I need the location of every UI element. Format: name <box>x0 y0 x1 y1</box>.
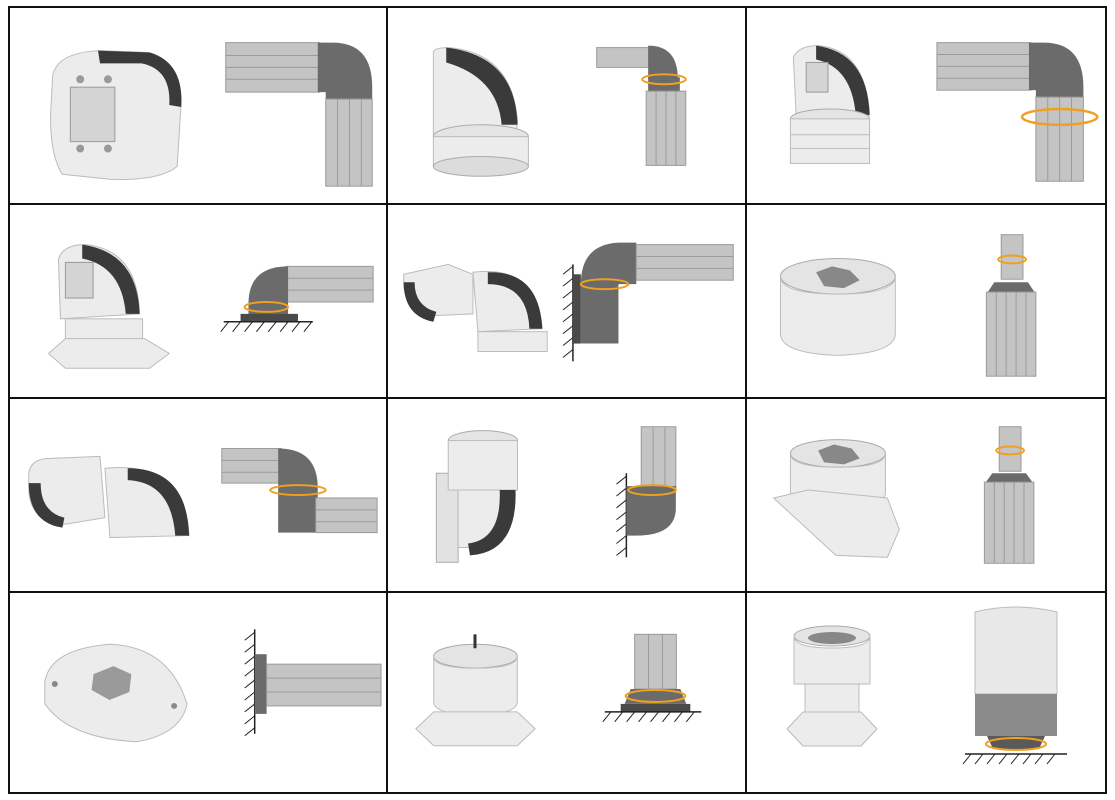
duct-diagram <box>220 265 374 332</box>
part-photo <box>28 455 190 539</box>
duct-diagram <box>616 426 677 558</box>
tall-socket-base-illustration <box>786 606 1067 765</box>
panel-1 <box>10 8 388 205</box>
part-photo <box>786 625 878 747</box>
part-photo <box>403 263 548 352</box>
oval-base-plate-illustration <box>44 629 382 743</box>
panel-8 <box>388 399 747 593</box>
panel-11 <box>388 593 747 792</box>
round-rotating-socket-illustration <box>780 234 1037 377</box>
duct-diagram <box>936 42 1099 182</box>
panel-10 <box>10 593 388 792</box>
elbow-on-square-base-illustration <box>47 244 374 369</box>
socket-on-square-base-illustration <box>415 633 702 747</box>
part-photo <box>780 257 896 356</box>
panel-6 <box>747 205 1105 399</box>
duct-diagram <box>962 606 1067 765</box>
rotating-elbow-illustration <box>432 45 687 177</box>
part-photo <box>772 439 900 558</box>
duct-diagram <box>244 629 382 737</box>
duct-diagram <box>562 242 734 362</box>
panel-4 <box>10 205 388 399</box>
part-photo <box>44 643 188 743</box>
duct-diagram <box>221 447 378 534</box>
panel-3 <box>747 8 1105 205</box>
part-photo <box>432 47 529 177</box>
duct-diagram <box>596 45 687 166</box>
fitting-catalog-grid <box>8 6 1107 794</box>
panel-9 <box>747 399 1105 593</box>
part-photo <box>789 45 871 164</box>
s-offset-elbow-illustration <box>28 447 378 539</box>
panel-12 <box>747 593 1105 792</box>
part-photo <box>415 634 536 747</box>
duct-diagram <box>602 633 702 723</box>
part-photo <box>47 244 171 369</box>
offset-elbow-with-plate-illustration <box>403 242 734 362</box>
duct-diagram <box>983 426 1035 564</box>
duct-diagram <box>225 42 373 187</box>
panel-2 <box>388 8 747 205</box>
part-photo <box>50 50 182 180</box>
angled-rotating-socket-illustration <box>772 426 1035 564</box>
panel-5 <box>388 205 747 399</box>
part-photo <box>435 430 519 563</box>
panel-7 <box>10 399 388 593</box>
elbow-fitting-illustration <box>50 42 373 187</box>
duct-diagram <box>985 234 1037 377</box>
rotating-elbow-base-illustration <box>789 42 1099 182</box>
wall-bracket-elbow-illustration <box>435 426 677 563</box>
